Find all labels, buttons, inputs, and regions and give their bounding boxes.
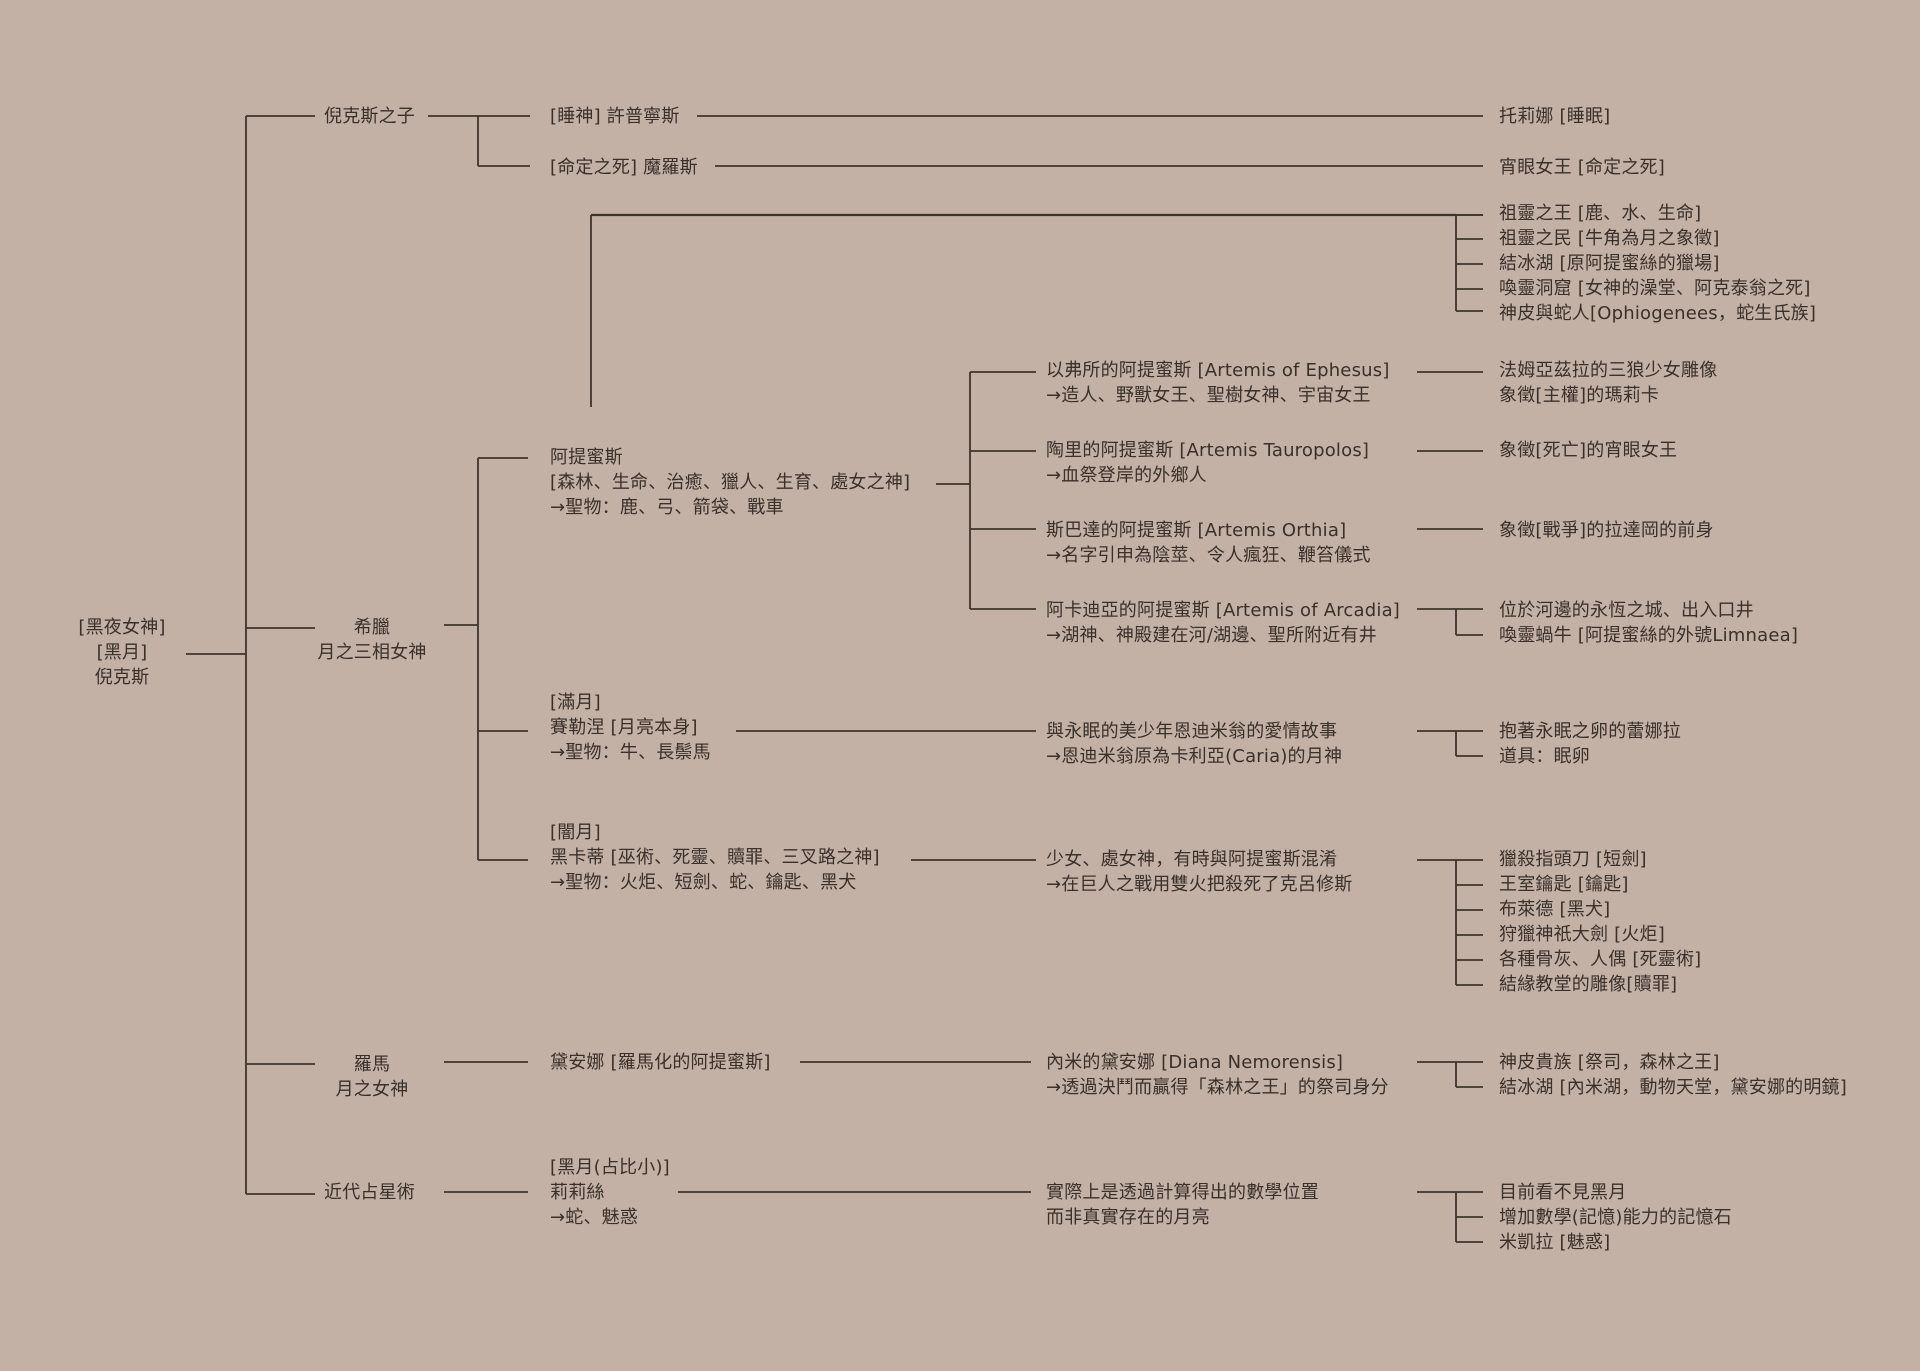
node-artemis: 阿提蜜斯 [森林、生命、治癒、獵人、生育、處女之神] →聖物：鹿、弓、箭袋、戰車 (550, 445, 910, 520)
node-artemis-tauropolos: 陶里的阿提蜜斯 [Artemis Tauropolos] →血祭登岸的外鄉人 (1046, 438, 1369, 488)
node-line: 月之女神 (335, 1079, 409, 1100)
node-rome: 羅馬 月之女神 (312, 1052, 432, 1102)
node-line: 少女、處女神，有時與阿提蜜斯混淆 (1046, 849, 1338, 870)
target-item: 結冰湖 [內米湖，動物天堂，黛安娜的明鏡] (1499, 1077, 1847, 1098)
node-astrology: 近代占星術 (324, 1182, 415, 1203)
target-item: 神皮貴族 [祭司，森林之王] (1499, 1052, 1720, 1073)
node-line: 賽勒涅 [月亮本身] (550, 717, 698, 738)
node-line: 陶里的阿提蜜斯 [Artemis Tauropolos] (1046, 440, 1370, 461)
target-hypnos: 托莉娜 [睡眠] (1499, 106, 1611, 127)
node-black-moon-note: 實際上是透過計算得出的數學位置 而非真實存在的月亮 (1046, 1180, 1319, 1230)
target-item: 象徵[戰爭]的拉達岡的前身 (1499, 520, 1714, 541)
target-item: 王室鑰匙 [鑰匙] (1499, 874, 1629, 895)
node-diana: 黛安娜 [羅馬化的阿提蜜斯] (550, 1052, 771, 1073)
node-artemis-arcadia: 阿卡迪亞的阿提蜜斯 [Artemis of Arcadia] →湖神、神殿建在河… (1046, 598, 1400, 648)
node-diana-nemorensis: 內米的黛安娜 [Diana Nemorensis] →透過決鬥而贏得「森林之王」… (1046, 1050, 1389, 1100)
node-line: 斯巴達的阿提蜜斯 [Artemis Orthia] (1046, 520, 1347, 541)
node-line: →恩迪米翁原為卡利亞(Caria)的月神 (1046, 746, 1343, 767)
node-hypnos: [睡神] 許普寧斯 (550, 106, 680, 127)
target-item: 布萊德 [黑犬] (1499, 899, 1611, 920)
target-item: 結緣教堂的雕像[贖罪] (1499, 974, 1678, 995)
target-item: 祖靈之民 [牛角為月之象徵] (1499, 228, 1720, 249)
node-greece: 希臘 月之三相女神 (312, 615, 432, 665)
target-item: 祖靈之王 [鹿、水、生命] (1499, 203, 1702, 224)
target-item: 象徵[主權]的瑪莉卡 (1499, 385, 1660, 406)
node-moros: [命定之死] 魔羅斯 (550, 157, 698, 178)
target-list-hecate: 獵殺指頭刀 [短劍] 王室鑰匙 [鑰匙] 布萊德 [黑犬] 狩獵神祇大劍 [火炬… (1499, 847, 1701, 997)
target-item: 法姆亞茲拉的三狼少女雕像 (1499, 360, 1718, 381)
target-item: 神皮與蛇人[Ophiogenees，蛇生氏族] (1499, 303, 1817, 324)
root-line: [黑夜女神] (78, 617, 166, 638)
node-line: [森林、生命、治癒、獵人、生育、處女之神] (550, 472, 911, 493)
node-line: →透過決鬥而贏得「森林之王」的祭司身分 (1046, 1077, 1389, 1098)
node-hecate: [闇月] 黑卡蒂 [巫術、死靈、贖罪、三叉路之神] →聖物：火炬、短劍、蛇、鑰匙… (550, 820, 880, 895)
target-list-astrology: 目前看不見黑月 增加數學(記憶)能力的記憶石 米凱拉 [魅惑] (1499, 1180, 1732, 1255)
node-selene-story: 與永眠的美少年恩迪米翁的愛情故事 →恩迪米翁原為卡利亞(Caria)的月神 (1046, 719, 1342, 769)
node-line: →湖神、神殿建在河/湖邊、聖所附近有井 (1046, 625, 1377, 646)
node-line: →聖物：火炬、短劍、蛇、鑰匙、黑犬 (550, 872, 857, 893)
node-line: →聖物：牛、長鬃馬 (550, 742, 711, 763)
node-line: [滿月] (550, 692, 601, 713)
node-line: →造人、野獸女王、聖樹女神、宇宙女王 (1046, 385, 1371, 406)
node-line: 阿卡迪亞的阿提蜜斯 [Artemis of Arcadia] (1046, 600, 1401, 621)
node-line: →在巨人之戰用雙火把殺死了克呂修斯 (1046, 874, 1353, 895)
node-line: 黑卡蒂 [巫術、死靈、贖罪、三叉路之神] (550, 847, 880, 868)
node-artemis-orthia: 斯巴達的阿提蜜斯 [Artemis Orthia] →名字引申為陰莖、令人瘋狂、… (1046, 518, 1371, 568)
node-line: 內米的黛安娜 [Diana Nemorensis] (1046, 1052, 1344, 1073)
target-item: 位於河邊的永恆之城、出入口井 (1499, 600, 1754, 621)
root-line: 倪克斯 (94, 667, 150, 688)
target-item: 獵殺指頭刀 [短劍] (1499, 849, 1647, 870)
node-line: 以弗所的阿提蜜斯 [Artemis of Ephesus] (1046, 360, 1390, 381)
target-list-selene: 抱著永眠之卵的蕾娜拉 道具：眠卵 (1499, 719, 1681, 769)
target-list-rome: 神皮貴族 [祭司，森林之王] 結冰湖 [內米湖，動物天堂，黛安娜的明鏡] (1499, 1050, 1847, 1100)
node-line: 羅馬 (353, 1054, 391, 1075)
target-item: 米凱拉 [魅惑] (1499, 1232, 1611, 1253)
target-list-ephesus: 法姆亞茲拉的三狼少女雕像 象徵[主權]的瑪莉卡 (1499, 358, 1717, 408)
root-line: [黑月] (96, 642, 148, 663)
target-item: 增加數學(記憶)能力的記憶石 (1499, 1207, 1732, 1228)
node-line: [闇月] (550, 822, 601, 843)
target-item: 喚靈洞窟 [女神的澡堂、阿克泰翁之死] (1499, 278, 1811, 299)
target-list-arcadia: 位於河邊的永恆之城、出入口井 喚靈蝸牛 [阿提蜜絲的外號Limnaea] (1499, 598, 1798, 648)
target-item: 道具：眠卵 (1499, 746, 1590, 767)
node-line: →聖物：鹿、弓、箭袋、戰車 (550, 497, 784, 518)
target-item: 狩獵神祇大劍 [火炬] (1499, 924, 1665, 945)
node-children-of-nyx: 倪克斯之子 (324, 106, 415, 127)
node-line: 與永眠的美少年恩迪米翁的愛情故事 (1046, 721, 1338, 742)
node-line: 月之三相女神 (317, 642, 427, 663)
node-lilith: [黑月(占比小)] 莉莉絲 →蛇、魅惑 (550, 1155, 670, 1230)
target-list-orthia: 象徵[戰爭]的拉達岡的前身 (1499, 518, 1714, 543)
root-node: [黑夜女神] [黑月] 倪克斯 (62, 615, 182, 690)
target-item: 結冰湖 [原阿提蜜絲的獵場] (1499, 253, 1720, 274)
target-list-tauropolos: 象徵[死亡]的宵眼女王 (1499, 438, 1677, 463)
node-line: →名字引申為陰莖、令人瘋狂、鞭笞儀式 (1046, 545, 1371, 566)
node-line: →血祭登岸的外鄉人 (1046, 465, 1207, 486)
node-line: 阿提蜜斯 (550, 447, 623, 468)
target-item: 各種骨灰、人偶 [死靈術] (1499, 949, 1702, 970)
node-line: 而非真實存在的月亮 (1046, 1207, 1210, 1228)
node-line: [黑月(占比小)] (550, 1157, 670, 1178)
target-item: 喚靈蝸牛 [阿提蜜絲的外號Limnaea] (1499, 625, 1799, 646)
target-item: 抱著永眠之卵的蕾娜拉 (1499, 721, 1681, 742)
target-item: 象徵[死亡]的宵眼女王 (1499, 440, 1678, 461)
node-line: 實際上是透過計算得出的數學位置 (1046, 1182, 1319, 1203)
node-selene: [滿月] 賽勒涅 [月亮本身] →聖物：牛、長鬃馬 (550, 690, 711, 765)
node-line: 希臘 (353, 617, 391, 638)
target-list-ancestral: 祖靈之王 [鹿、水、生命] 祖靈之民 [牛角為月之象徵] 結冰湖 [原阿提蜜絲的… (1499, 201, 1816, 326)
node-artemis-ephesus: 以弗所的阿提蜜斯 [Artemis of Ephesus] →造人、野獸女王、聖… (1046, 358, 1390, 408)
node-hecate-story: 少女、處女神，有時與阿提蜜斯混淆 →在巨人之戰用雙火把殺死了克呂修斯 (1046, 847, 1352, 897)
target-item: 目前看不見黑月 (1499, 1182, 1627, 1203)
node-line: 莉莉絲 (550, 1182, 605, 1203)
target-moros: 宵眼女王 [命定之死] (1499, 157, 1665, 178)
node-line: →蛇、魅惑 (550, 1207, 639, 1228)
